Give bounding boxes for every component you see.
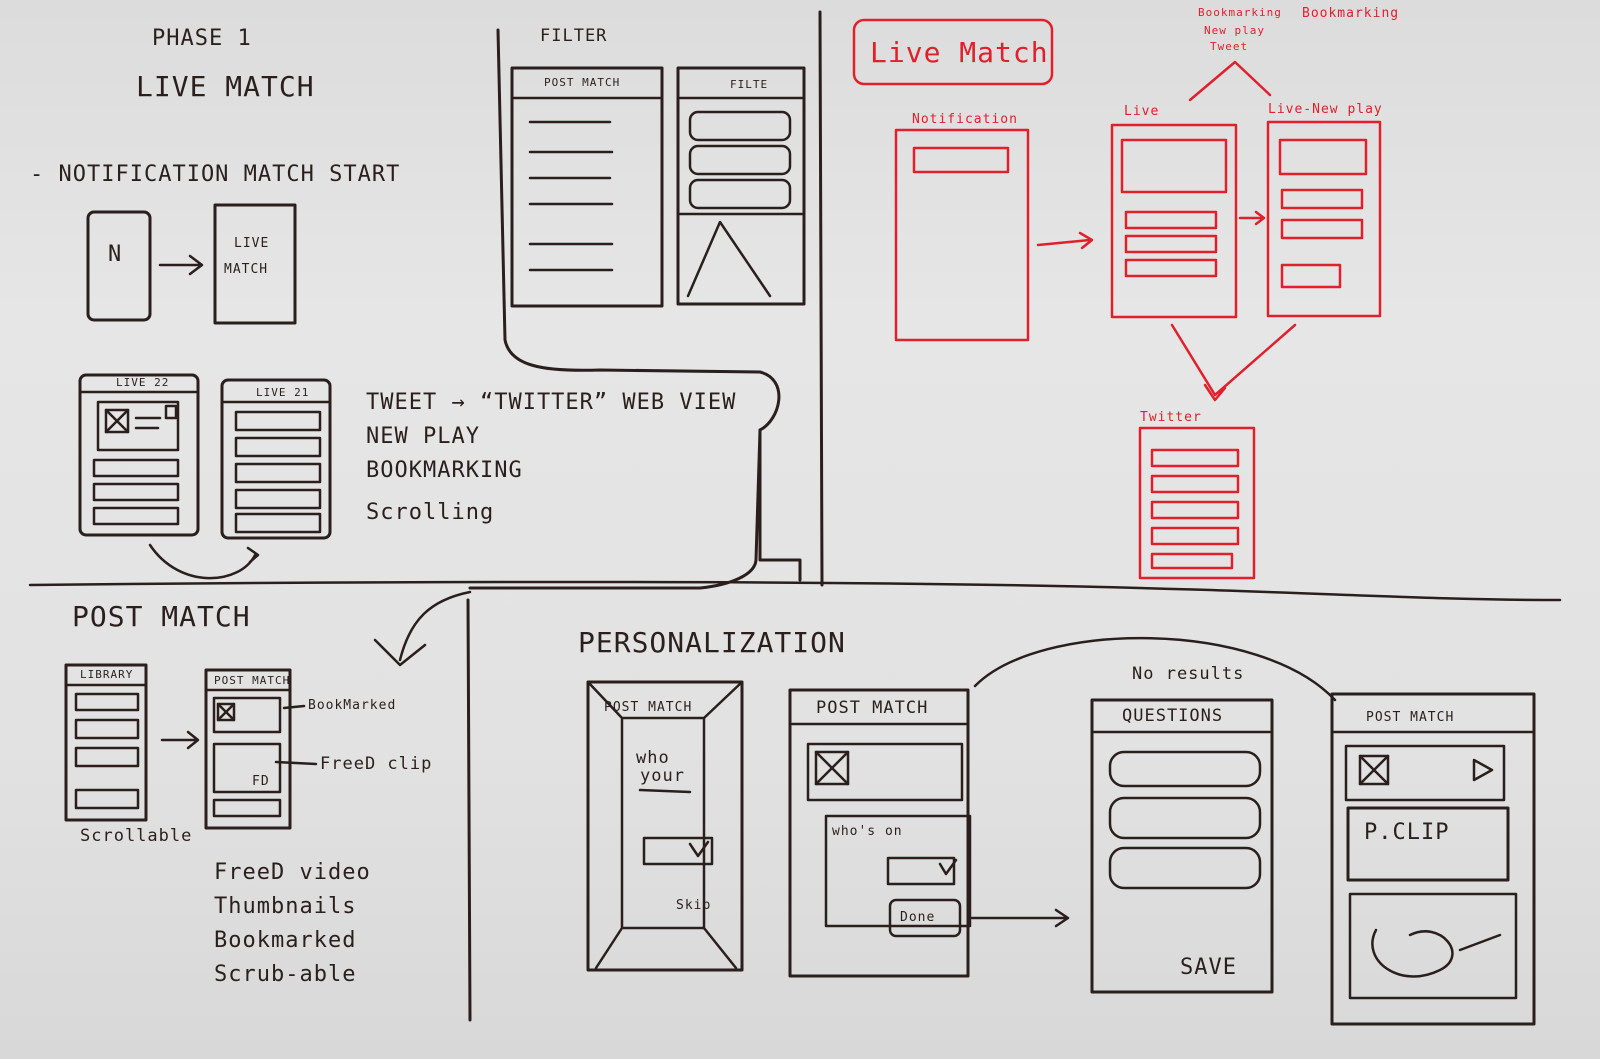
notification-arrow: [158, 254, 204, 276]
live-match-screen-line2: MATCH: [224, 262, 269, 277]
red-top-note-2: New play: [1204, 24, 1265, 37]
filter-boundary: [468, 28, 781, 590]
horizontal-divider: [28, 580, 1562, 602]
red-arrow-1: [1036, 231, 1094, 250]
live-feature-2: NEW PLAY: [366, 424, 480, 449]
library-to-detail-arrow: [160, 730, 200, 750]
live22-title: LIVE 22: [116, 376, 170, 389]
live21-title: LIVE 21: [256, 386, 310, 399]
red-twitter-label: Twitter: [1140, 410, 1202, 425]
post-match-feature-4: Scrub-able: [214, 962, 357, 987]
red-twitter-screen: [1138, 426, 1256, 580]
live22-screen-sketch: [78, 373, 200, 537]
scroll-cycle-arrow: [148, 543, 260, 580]
pers-screen2-done: Done: [900, 910, 936, 925]
red-branch-lines: [1188, 60, 1272, 102]
pers-screen1-text-1: who: [636, 748, 670, 768]
post-match-divider: [466, 598, 472, 1022]
live-feature-4: Scrolling: [366, 500, 495, 525]
red-top-note-1: Bookmarking: [1198, 6, 1282, 19]
post-match-heading: POST MATCH: [72, 600, 251, 633]
filter-panel-screen: [676, 66, 806, 306]
red-live-new-play-screen: [1266, 120, 1382, 318]
pers-screen2-title: POST MATCH: [816, 698, 929, 718]
red-top-note-right: Bookmarking: [1302, 6, 1400, 21]
pers-screen4-clip: P.CLIP: [1364, 820, 1450, 845]
red-arrow-2: [1238, 210, 1266, 226]
phase-title: PHASE 1: [152, 26, 252, 51]
pers-screen1-text-2: your: [640, 766, 685, 786]
filter-to-postmatch-arrow: [398, 590, 472, 662]
live-match-screen-line1: LIVE: [234, 236, 270, 251]
clip-callout-line: [274, 760, 318, 766]
post-match-detail-screen: [204, 668, 292, 830]
red-live-new-play-label: Live-New play: [1268, 102, 1383, 117]
notification-phone-glyph: N: [108, 242, 123, 267]
pers-screen1-sketch: [586, 680, 744, 972]
pers-screen4-title: POST MATCH: [1366, 710, 1455, 725]
no-results-label: No results: [1132, 664, 1245, 684]
phase-subtitle: LIVE MATCH: [136, 70, 315, 103]
filter-screen-right-title: FILTE: [730, 78, 769, 91]
filter-screen-left-title: POST MATCH: [544, 76, 621, 89]
filter-postmatch-screen: [510, 66, 664, 308]
personalization-heading: PERSONALIZATION: [578, 626, 846, 659]
red-top-note-3: Tweet: [1210, 40, 1249, 53]
pers-questions-save: SAVE: [1180, 955, 1237, 980]
library-screen-sketch: [64, 663, 148, 822]
bookmark-callout-line: [282, 704, 306, 710]
filter-to-postmatch-arrowhead: [373, 638, 427, 667]
pers-screen2-sketch: [788, 688, 970, 978]
red-live-label: Live: [1124, 104, 1160, 119]
live-match-screen-sketch: [213, 203, 297, 325]
post-match-feature-3: Bookmarked: [214, 928, 357, 953]
library-caption: Scrollable: [80, 826, 193, 846]
notification-heading: - NOTIFICATION MATCH START: [30, 162, 401, 187]
red-live-match-heading: Live Match: [870, 36, 1049, 69]
pers-screen4-sketch: [1330, 692, 1536, 1026]
red-merge-arrow: [1170, 323, 1297, 402]
pers-arrow: [970, 908, 1070, 928]
red-notification-label: Notification: [912, 112, 1018, 127]
pers-screen1-title: POST MATCH: [604, 700, 693, 715]
filter-boundary-right: [758, 428, 802, 582]
library-title: LIBRARY: [80, 668, 134, 681]
live21-screen-sketch: [220, 378, 332, 540]
pers-arc: [973, 636, 1337, 702]
post-match-feature-2: Thumbnails: [214, 894, 357, 919]
pers-screen1-skip: Skip: [676, 898, 712, 913]
red-live-screen: [1110, 123, 1238, 319]
post-match-detail-title: POST MATCH: [214, 674, 291, 687]
live-feature-1: TWEET → “TWITTER” WEB VIEW: [366, 390, 737, 415]
pers-questions-sketch: [1090, 698, 1274, 994]
filter-heading: FILTER: [540, 26, 608, 46]
notification-phone-sketch: [86, 210, 152, 322]
filter-right-divider: [818, 10, 824, 587]
red-live-match-box: [852, 18, 1054, 86]
pers-screen2-text: who's on: [832, 824, 903, 839]
clip-label: FD: [252, 774, 270, 789]
bookmark-callout: BookMarked: [308, 698, 397, 713]
red-notification-screen: [894, 128, 1030, 342]
live-feature-3: BOOKMARKING: [366, 458, 523, 483]
clip-callout: FreeD clip: [320, 754, 433, 774]
pers-questions-title: QUESTIONS: [1122, 706, 1224, 726]
post-match-feature-1: FreeD video: [214, 860, 371, 885]
